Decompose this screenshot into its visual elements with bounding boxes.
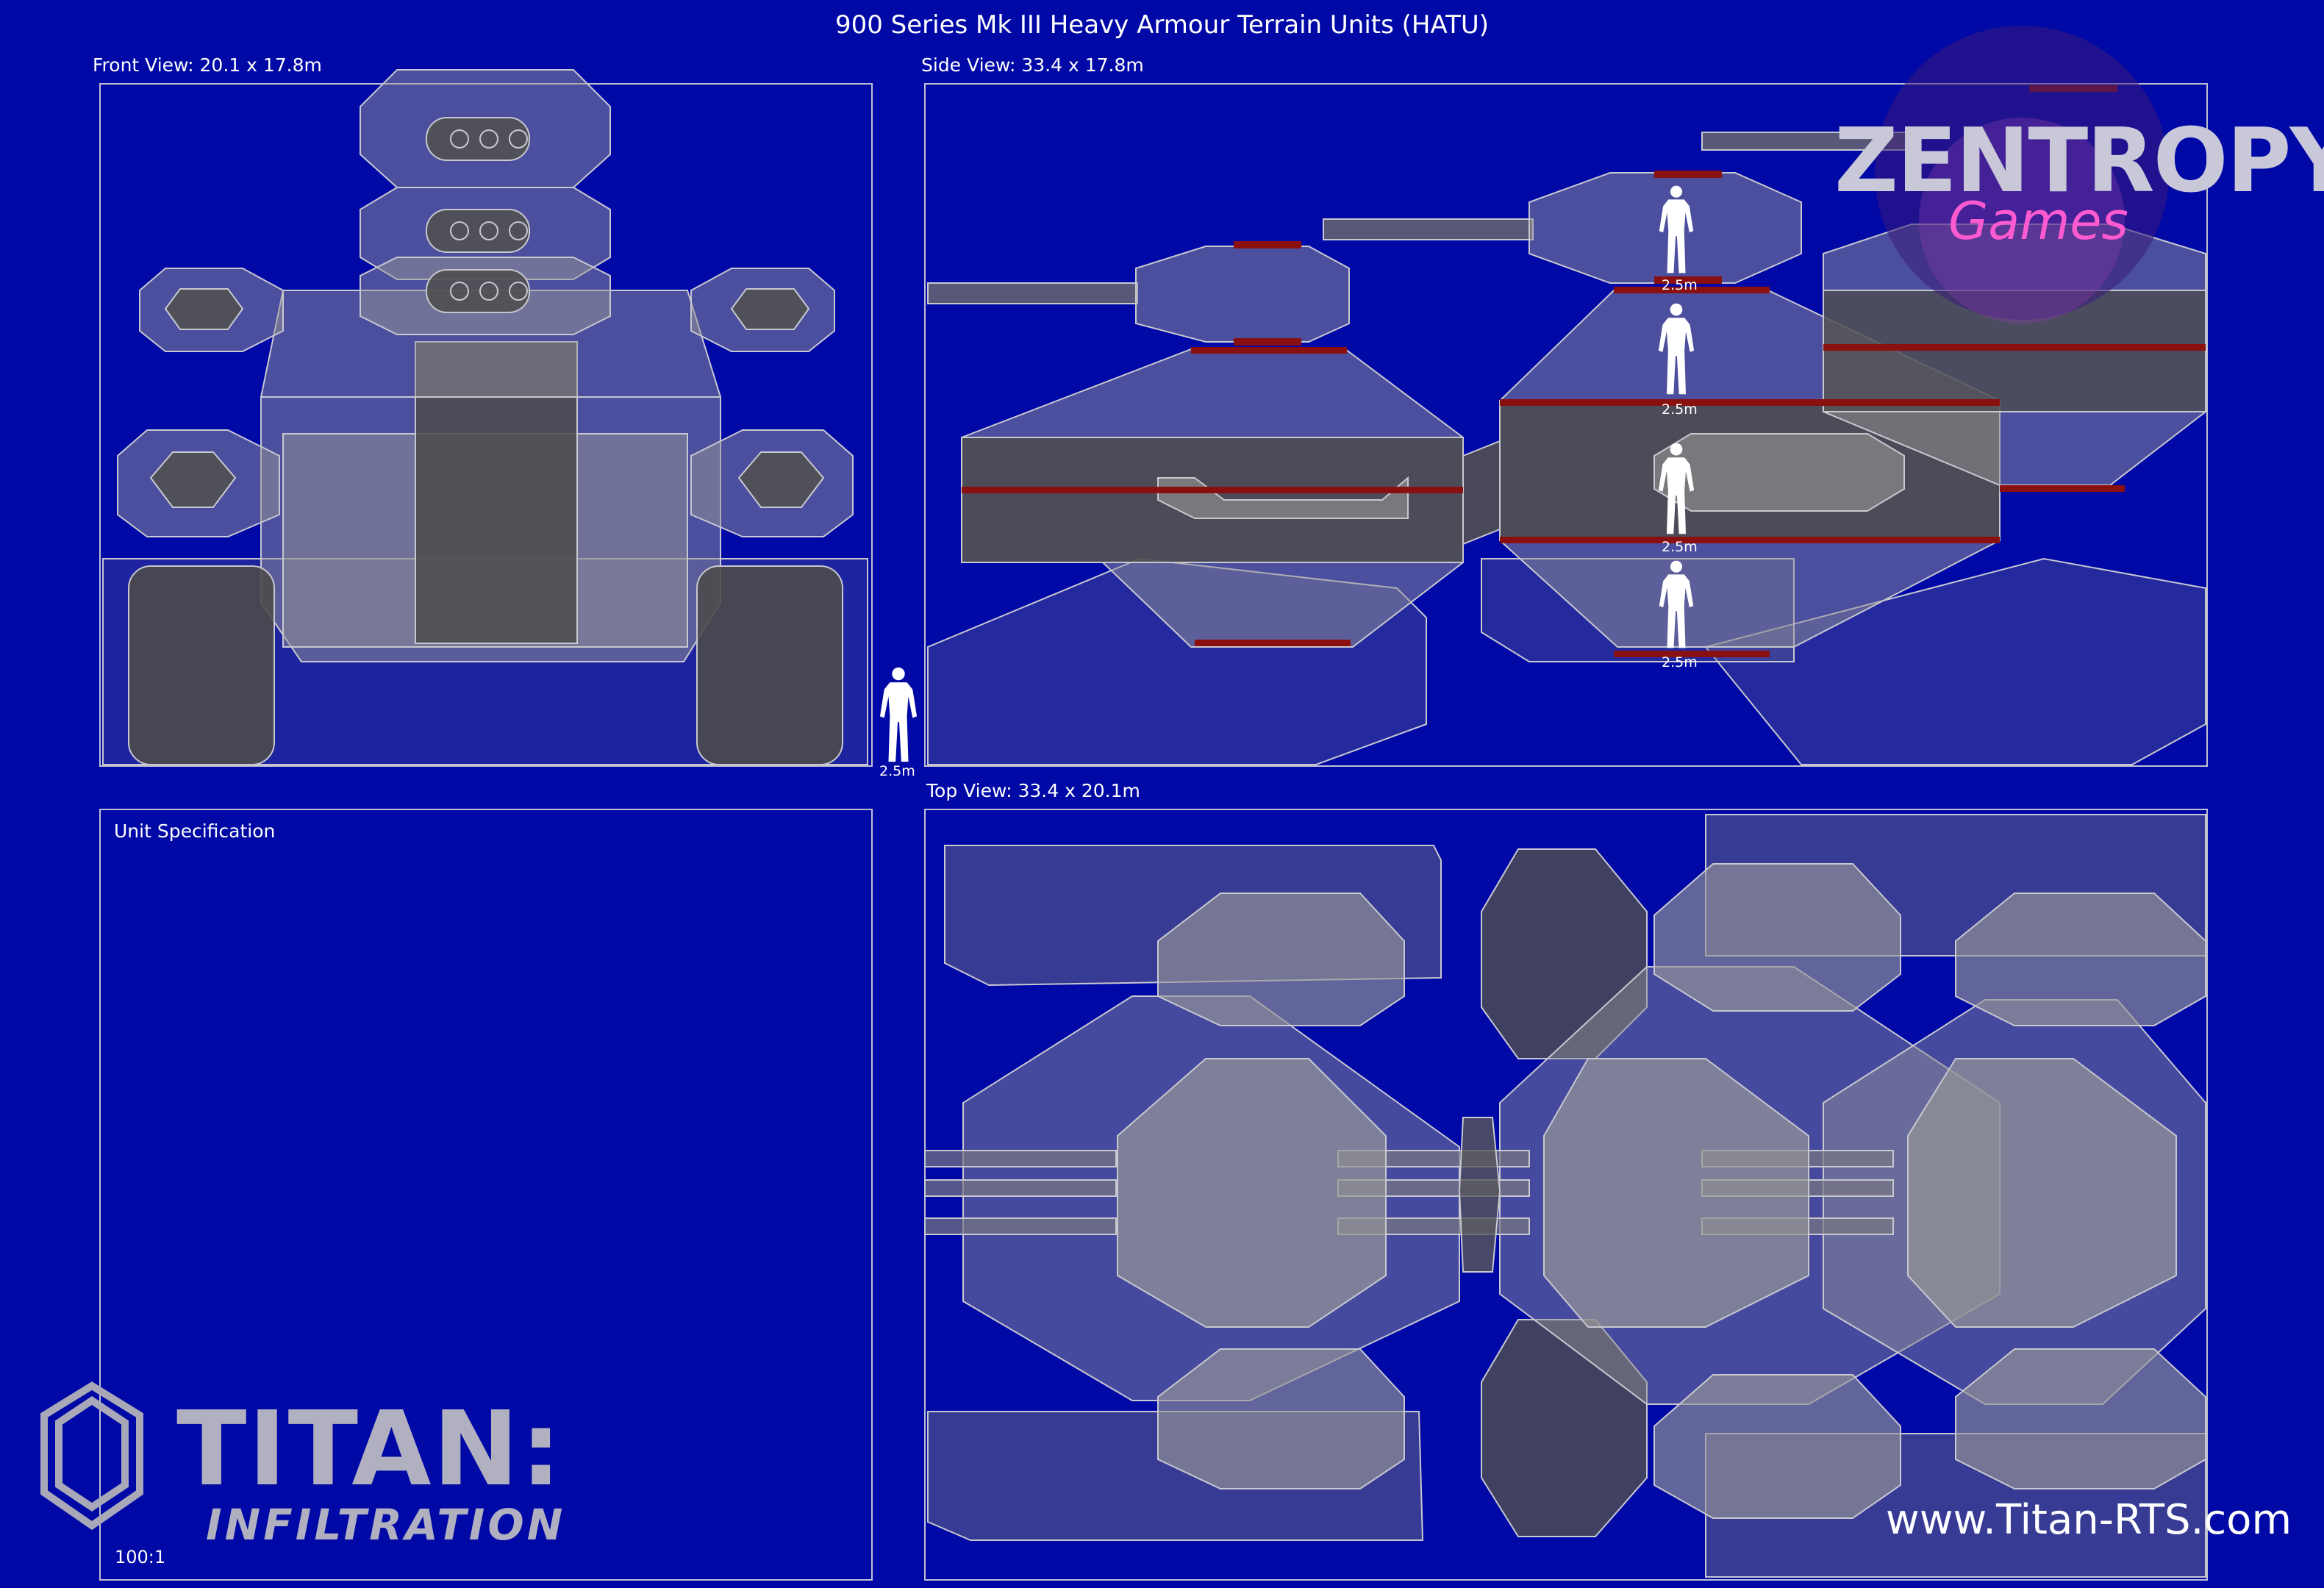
page-title: 900 Series Mk III Heavy Armour Terrain U… — [834, 10, 1490, 40]
game-logo-subtext: INFILTRATION — [206, 1500, 566, 1550]
top-view-drawing — [924, 814, 2206, 1578]
side-view-frame — [924, 83, 2208, 767]
front-view-drawing — [102, 69, 868, 765]
top-view-label: Top View: 33.4 x 20.1m — [926, 780, 1140, 801]
human-scale-label: 2.5m — [1662, 654, 1698, 670]
spec-frame — [99, 809, 873, 1581]
website-link[interactable]: www.Titan-RTS.com — [1885, 1496, 2292, 1544]
studio-logo — [1875, 26, 2169, 323]
scale-ratio: 100:1 — [115, 1547, 166, 1567]
human-scale-figure — [879, 667, 918, 762]
human-scale-label: 2.5m — [1662, 539, 1698, 555]
human-scale-label: 2.5m — [1662, 401, 1698, 418]
game-emblem-icon — [40, 1381, 143, 1531]
front-view-label: Front View: 20.1 x 17.8m — [93, 54, 322, 76]
studio-logo-subtext: Games — [1948, 191, 2128, 251]
studio-logo-text: ZENTROPY — [1834, 110, 2324, 212]
game-logo-text: TITAN: — [176, 1390, 563, 1509]
human-scale-label: 2.5m — [879, 763, 915, 779]
human-scale-label: 2.5m — [1662, 277, 1698, 293]
side-view-label: Side View: 33.4 x 17.8m — [921, 54, 1144, 76]
spec-label: Unit Specification — [114, 820, 276, 842]
